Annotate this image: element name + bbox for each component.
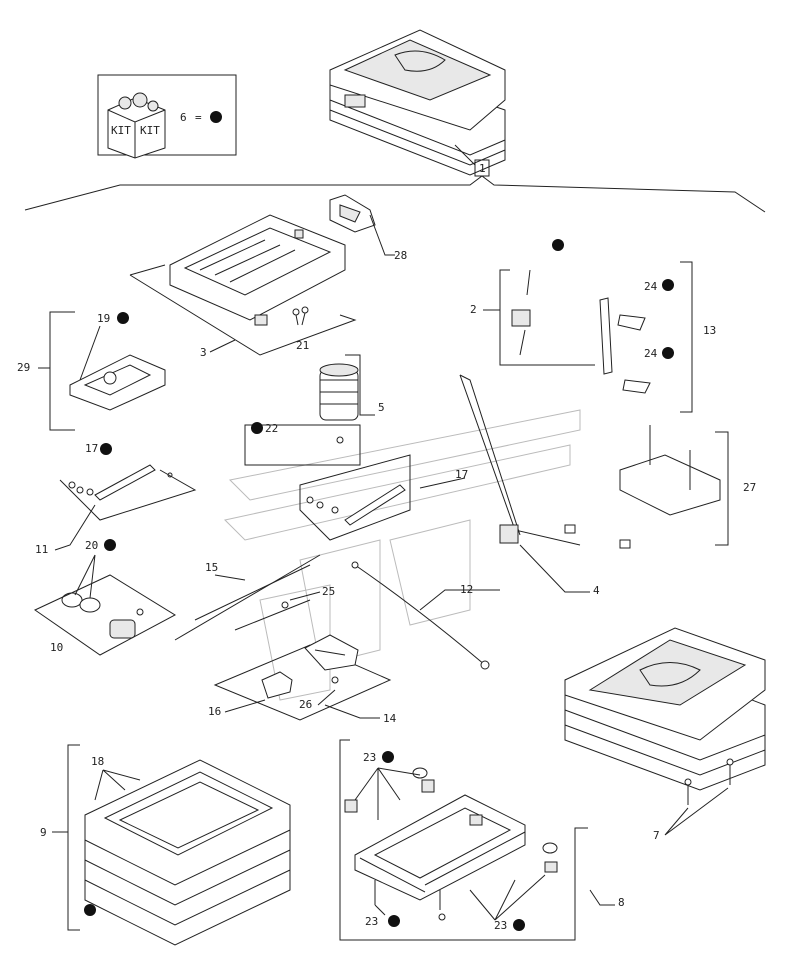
- bracket-8: [339, 739, 588, 941]
- callout-23-top: 23: [363, 751, 376, 764]
- shock-absorber-part-5: [319, 363, 359, 421]
- seat-assembly-right: [564, 627, 766, 791]
- callout-4: 4: [593, 584, 600, 597]
- callout-11: 11: [35, 543, 48, 556]
- callout-1: 1: [479, 162, 486, 175]
- kit-label-right: KIT: [140, 124, 160, 137]
- plate-part-19: [69, 354, 166, 411]
- kit-callout-number: 6: [180, 111, 187, 124]
- callout-21: 21: [296, 339, 309, 352]
- bracket-14: [213, 644, 392, 721]
- callout-8: 8: [618, 896, 625, 909]
- hose-clamps-part-20: [61, 592, 144, 639]
- leader-1: [454, 144, 476, 166]
- callout-5: 5: [378, 401, 385, 414]
- kit-equals-sign: =: [195, 111, 202, 124]
- callout-14: 14: [383, 712, 397, 725]
- bracket-10: [33, 574, 177, 656]
- callout-27: 27: [743, 481, 756, 494]
- callout-25: 25: [322, 585, 335, 598]
- callout-23-left: 23: [365, 915, 378, 928]
- callout-3: 3: [200, 346, 207, 359]
- slide-frame-part-8: [344, 767, 558, 910]
- callout-19: 19: [97, 312, 110, 325]
- callout-10: 10: [50, 641, 63, 654]
- bracket-part-28: [329, 194, 376, 233]
- callout-9: 9: [40, 826, 47, 839]
- callout-16: 16: [208, 705, 221, 718]
- callout-29: 29: [17, 361, 30, 374]
- callout-20: 20: [85, 539, 98, 552]
- bracket-9: [67, 744, 80, 931]
- callout-15: 15: [205, 561, 218, 574]
- rods-part-15: [194, 564, 311, 631]
- kit-label-left: KIT: [111, 124, 131, 137]
- bellows-part-9: [84, 759, 291, 946]
- gas-spring-part-11: [68, 464, 173, 501]
- armrest-part-27: [619, 425, 721, 516]
- seat-assembly-top: [329, 29, 506, 176]
- bolts-part-7: [684, 758, 734, 805]
- bracket-5: [345, 354, 375, 416]
- handle-part-16: [261, 671, 293, 699]
- callout-24-top: 24: [644, 280, 658, 293]
- wiring-harness-part-4: [459, 374, 631, 549]
- kit-dot-marker: [210, 111, 222, 123]
- callout-7: 7: [653, 829, 660, 842]
- wiring-harness-part-12: [351, 561, 490, 670]
- callout-13: 13: [703, 324, 716, 337]
- bracket-main: [24, 175, 766, 213]
- callout-28: 28: [394, 249, 407, 262]
- callout-23-right: 23: [494, 919, 507, 932]
- bracket-11: [59, 469, 197, 521]
- callout-22: 22: [265, 422, 278, 435]
- callout-18: 18: [91, 755, 104, 768]
- gas-spring-center: [306, 484, 406, 526]
- screws-21: [292, 306, 309, 326]
- bracket-2: [499, 269, 595, 366]
- straps-part-13: [599, 297, 651, 394]
- bracket-13: [680, 261, 693, 413]
- switch-part-2: [511, 269, 531, 356]
- callout-2: 2: [470, 303, 477, 316]
- callout-26: 26: [299, 698, 312, 711]
- callout-17-left: 17: [85, 442, 98, 455]
- callout-24-bottom: 24: [644, 347, 658, 360]
- latch-part-14: [304, 634, 359, 671]
- bracket-27: [715, 431, 729, 546]
- kit-legend: KIT KIT 6 =: [97, 74, 237, 159]
- bracket-29: [49, 311, 75, 431]
- bracket-3: [129, 264, 357, 356]
- watermark-logo: [223, 409, 581, 701]
- seat-frame-part-3: [169, 214, 346, 326]
